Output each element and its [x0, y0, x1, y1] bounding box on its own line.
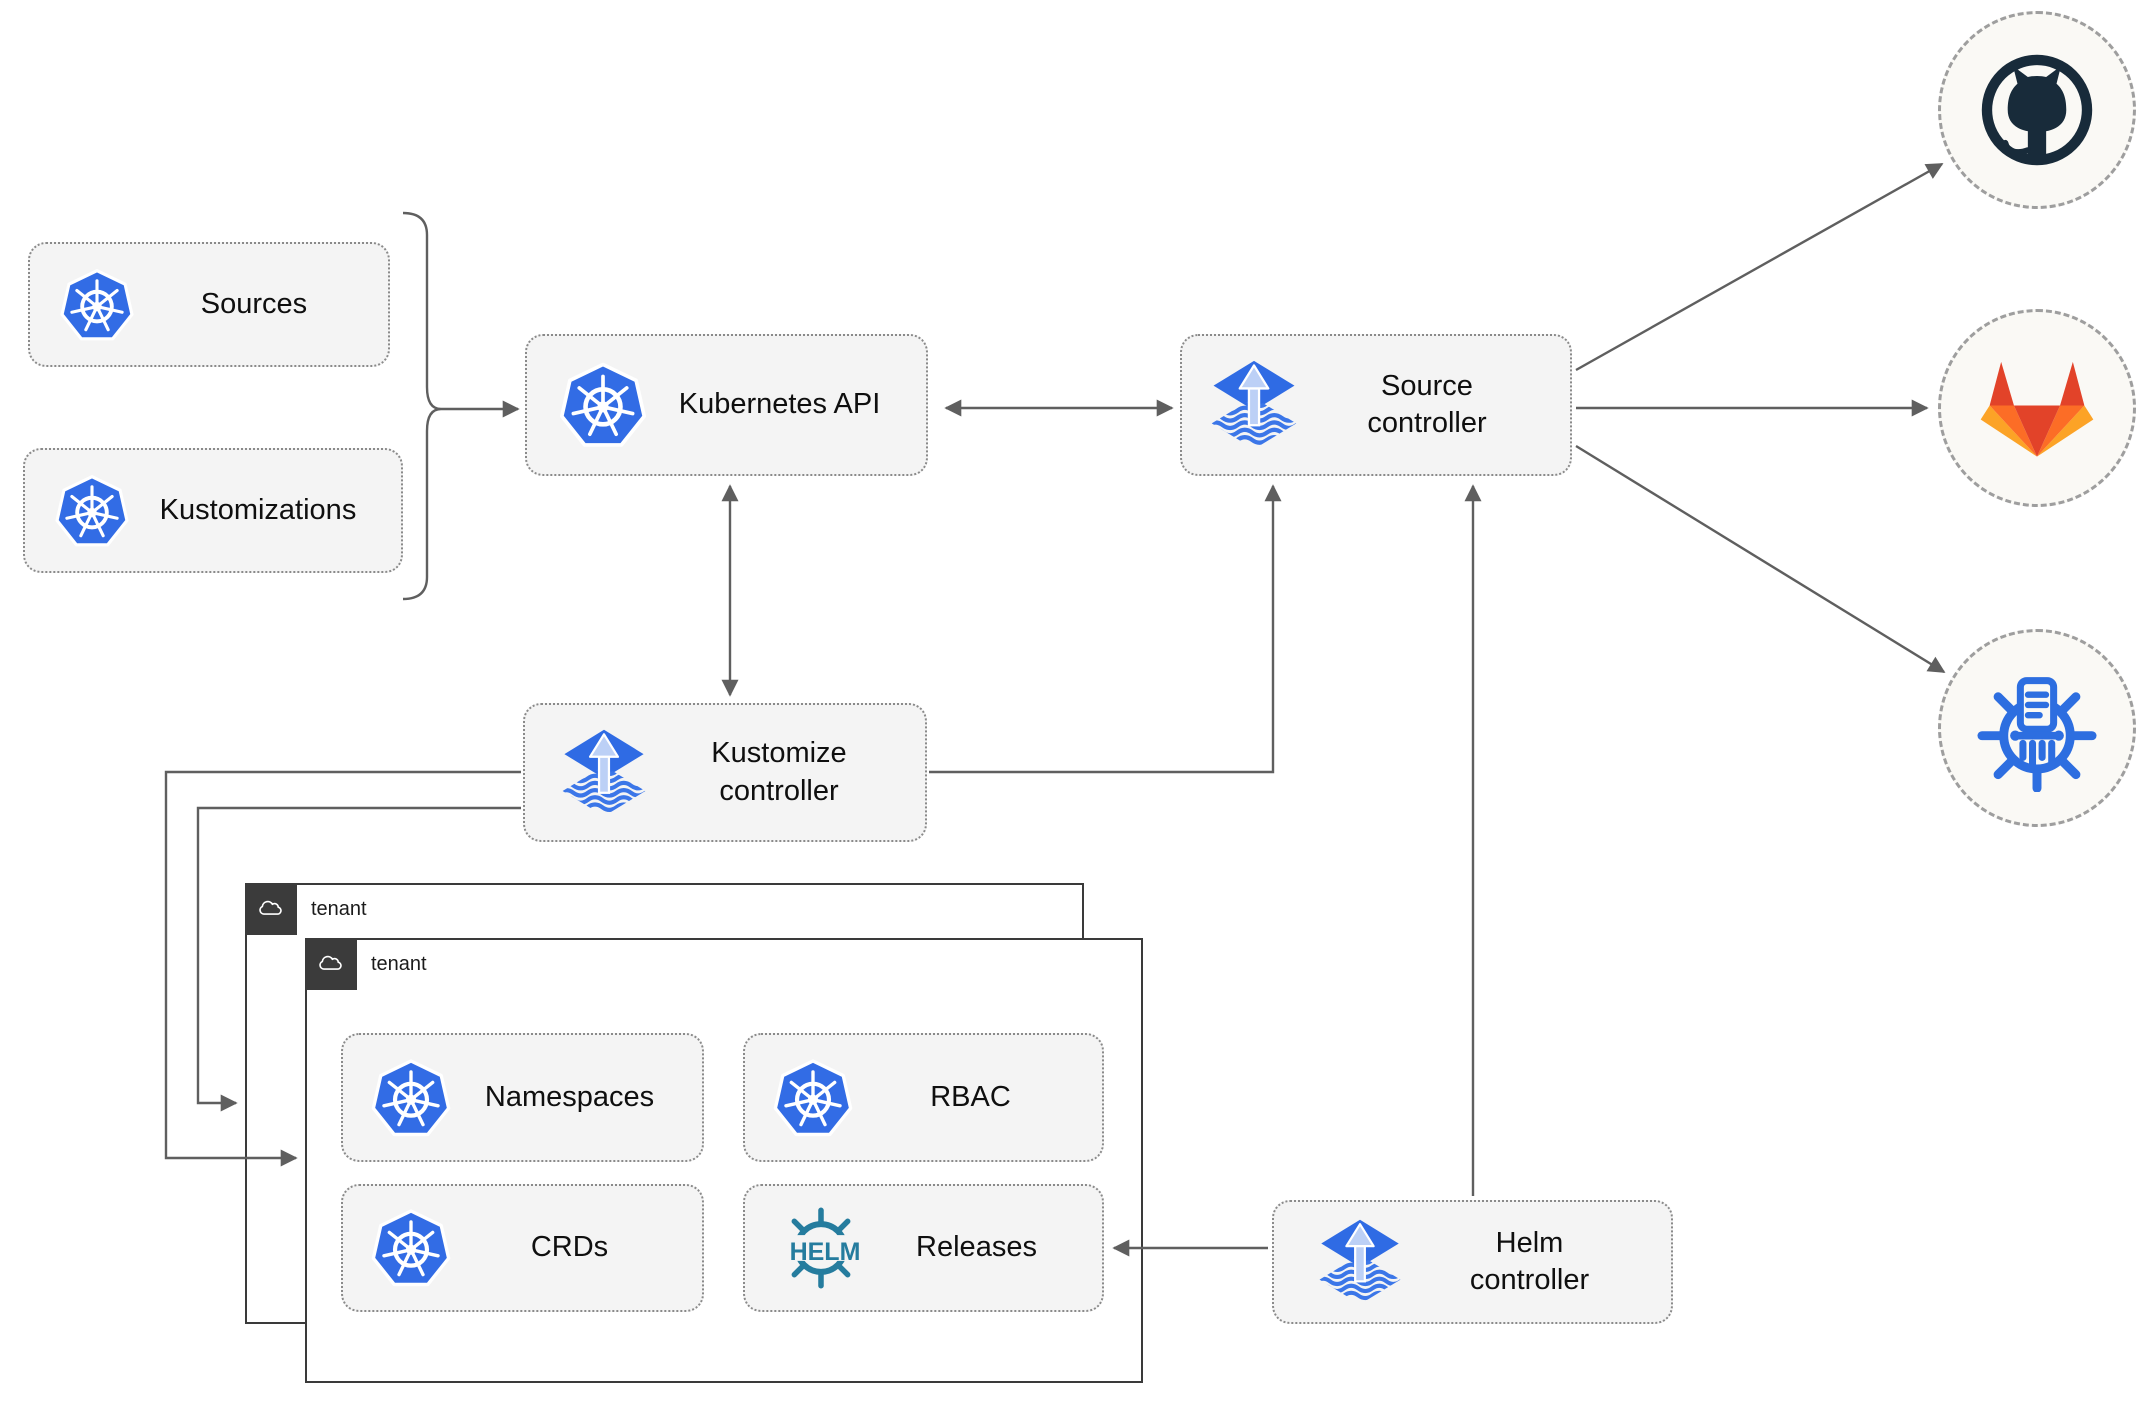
rbac-node: RBAC	[743, 1033, 1104, 1162]
crds-label: CRDs	[530, 1231, 609, 1264]
source-controller-label: Source controller	[1367, 369, 1487, 439]
kubernetes-icon	[53, 472, 131, 550]
helm-controller-node: Helm controller	[1272, 1200, 1673, 1324]
flux-icon	[1208, 356, 1300, 454]
namespaces-node: Namespaces	[341, 1033, 704, 1162]
flux-icon	[1316, 1215, 1404, 1309]
cloud-icon	[313, 946, 349, 982]
rbac-label: RBAC	[930, 1080, 1011, 1113]
edge-kustomize-to-source	[929, 484, 1282, 774]
helm-controller-label: Helm controller	[1469, 1226, 1590, 1296]
kubernetes-icon	[58, 266, 136, 344]
kubernetes-icon	[557, 359, 649, 451]
cloud-icon	[253, 891, 289, 927]
crds-node: CRDs	[341, 1184, 704, 1312]
sources-node: Sources	[28, 242, 390, 367]
edge-group-brace	[402, 211, 442, 601]
releases-node: HELM Releases	[743, 1184, 1104, 1312]
helm-logo-text: HELM	[790, 1238, 861, 1266]
github-icon	[1976, 49, 2098, 171]
helm-icon: HELM	[775, 1202, 861, 1294]
sources-label: Sources	[200, 287, 308, 320]
gitlab-source	[1938, 309, 2136, 507]
kubernetes-icon	[369, 1056, 453, 1140]
flux-icon	[559, 725, 649, 821]
kubernetes-icon	[369, 1206, 453, 1290]
tenant-front-tab	[305, 938, 357, 990]
kustomizations-node: Kustomizations	[23, 448, 403, 573]
kubernetes-icon	[771, 1056, 855, 1140]
kustomize-controller-node: Kustomize controller	[523, 703, 927, 842]
kubernetes-api-node: Kubernetes API	[525, 334, 928, 476]
tenant-back-tab	[245, 883, 297, 935]
namespaces-label: Namespaces	[484, 1080, 655, 1113]
kustomize-wheel-icon	[1973, 664, 2101, 792]
edge-source-to-registry	[1575, 444, 1946, 674]
kustomize-controller-label: Kustomize controller	[711, 737, 847, 807]
edge-source-to-github	[1575, 162, 1944, 372]
kubernetes-api-label: Kubernetes API	[678, 388, 881, 421]
kustomizations-label: Kustomizations	[159, 493, 357, 526]
source-controller-node: Source controller	[1180, 334, 1572, 476]
releases-label: Releases	[916, 1231, 1037, 1264]
github-source	[1938, 11, 2136, 209]
registry-source	[1938, 629, 2136, 827]
tenant-back-label: tenant	[311, 898, 367, 920]
gitlab-icon	[1973, 344, 2101, 472]
tenant-front-label: tenant	[371, 953, 427, 975]
